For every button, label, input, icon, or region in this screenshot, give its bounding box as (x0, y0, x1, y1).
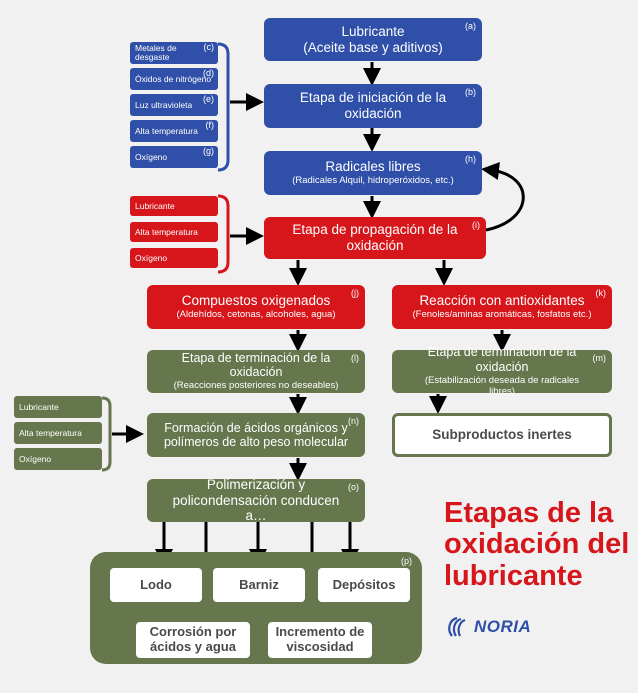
outcome-depositos: Depósitos (318, 568, 410, 602)
node-subtitle: (Estabilización deseada de radicales lib… (424, 374, 580, 397)
node-subtitle: (Fenoles/aminas aromáticas, fosfatos etc… (412, 309, 592, 321)
node-subtitle: (Reacciones posteriores no deseables) (173, 380, 339, 392)
input-luz: Luz ultravioleta (e) (130, 94, 218, 116)
node-tag: (j) (351, 288, 359, 298)
input-lubricante: Lubricante (14, 396, 102, 418)
node-tag: (a) (465, 21, 476, 31)
node-title: Lubricante (341, 23, 405, 39)
outcome-barniz: Barniz (213, 568, 305, 602)
node-antioxidantes: (k) Reacción con antioxidantes (Fenoles/… (392, 285, 612, 329)
node-tag: (n) (348, 416, 359, 426)
node-subproductos-inertes: Subproductos inertes (392, 413, 612, 457)
node-subtitle: (Aldehídos, cetonas, alcoholes, agua) (176, 309, 336, 321)
node-title: Polimerización y policondensación conduc… (172, 477, 340, 524)
node-title: Etapa de iniciación de la oxidación (299, 90, 447, 121)
node-subtitle: (Radicales Alquil, hidroperóxidos, etc.) (292, 175, 454, 187)
node-tag: (m) (592, 353, 607, 363)
node-title: Subproductos inertes (432, 427, 572, 443)
node-title: Reacción con antioxidantes (419, 292, 585, 308)
node-compuestos: (j) Compuestos oxigenados (Aldehídos, ce… (147, 285, 365, 329)
node-title: Radicales libres (325, 158, 421, 174)
outcome-corrosion: Corrosión por ácidos y agua (136, 622, 250, 658)
node-lubricante: (a) Lubricante (Aceite base y aditivos) (264, 18, 482, 61)
node-title: Compuestos oxigenados (181, 292, 331, 308)
node-formacion-acidos: (n) Formación de ácidos orgánicos y polí… (147, 413, 365, 457)
node-terminacion-m: (m) Etapa de terminación de la oxidación… (392, 345, 612, 397)
outcome-viscosidad: Incremento de viscosidad (268, 622, 372, 658)
input-oxigeno: Oxígeno (130, 248, 218, 268)
node-title: Etapa de propagación de la oxidación (292, 222, 458, 253)
node-subtitle: (Aceite base y aditivos) (303, 39, 443, 55)
bracket-propagation (217, 194, 230, 274)
noria-logo-text: NORIA (474, 617, 532, 636)
node-title: Etapa de terminación de la oxidación (427, 345, 577, 374)
node-title: Etapa de terminación de la oxidación (181, 350, 331, 380)
node-terminacion-l: (l) Etapa de terminación de la oxidación… (147, 350, 365, 393)
node-tag: (k) (595, 288, 607, 298)
node-iniciacion: (b) Etapa de iniciación de la oxidación (264, 84, 482, 128)
node-tag: (i) (472, 220, 480, 230)
node-propagacion: (i) Etapa de propagación de la oxidación (264, 217, 486, 259)
node-tag: (h) (465, 154, 476, 164)
node-tag: (l) (351, 353, 359, 363)
input-alta-temperatura: Alta temperatura (f) (130, 120, 218, 142)
diagram-title: Etapas de la oxidación del lubricante (444, 497, 630, 592)
node-tag: (o) (348, 482, 359, 492)
node-tag: (p) (401, 556, 412, 566)
node-title: Formación de ácidos orgánicos y polímero… (163, 420, 349, 449)
bracket-initiation (217, 42, 230, 172)
input-alta-temperatura: Alta temperatura (130, 222, 218, 242)
input-oxigeno: Oxígeno (14, 448, 102, 470)
node-tag: (b) (465, 87, 476, 97)
node-polimerizacion: (o) Polimerización y policondensación co… (147, 477, 365, 524)
input-lubricante: Lubricante (130, 196, 218, 216)
node-radicales: (h) Radicales libres (Radicales Alquil, … (264, 151, 482, 195)
noria-logo-icon (448, 616, 466, 637)
input-metales: Metales de desgaste (c) (130, 42, 218, 64)
arrow-loop-i-h (481, 162, 525, 232)
input-oxigeno: Oxígeno (g) (130, 146, 218, 168)
input-oxidos: Óxidos de nitrógeno (d) (130, 68, 218, 90)
input-alta-temperatura: Alta temperatura (14, 422, 102, 444)
outcome-lodo: Lodo (110, 568, 202, 602)
noria-logo: NORIA (447, 616, 531, 638)
bracket-formation (101, 396, 112, 472)
